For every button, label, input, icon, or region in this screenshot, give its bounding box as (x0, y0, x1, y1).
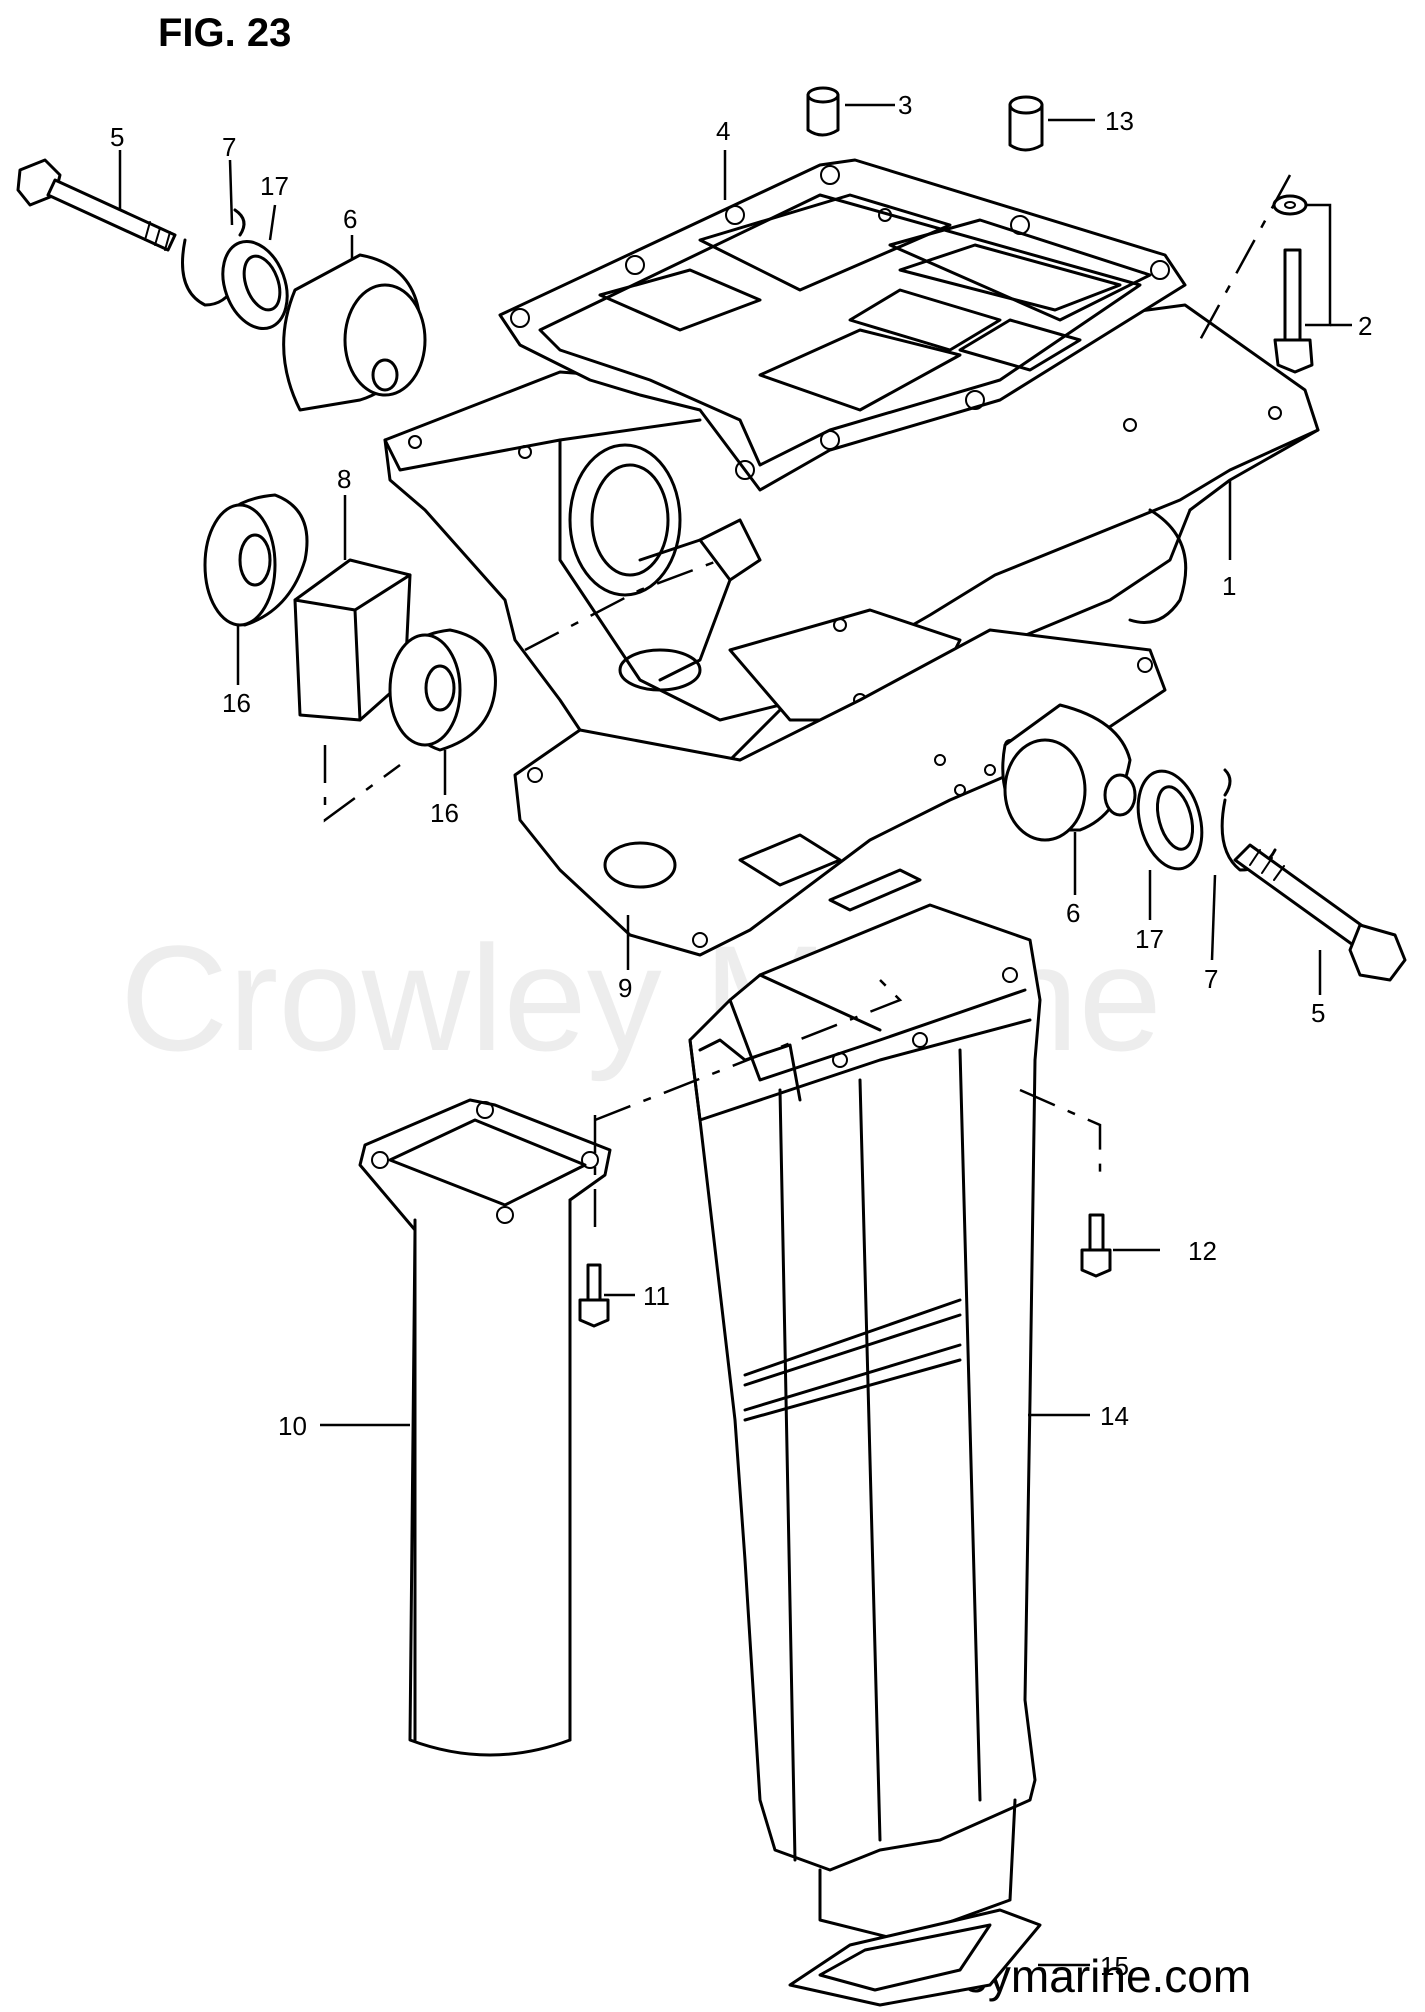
part-14-driveshaft-housing (688, 903, 1042, 1942)
callout-2: 2 (1358, 311, 1372, 341)
callout-7-left: 7 (222, 132, 236, 162)
part-4-upper-gasket (498, 158, 1187, 492)
part-1-mount-bracket (383, 303, 1320, 782)
part-16-grommet-upper (203, 493, 309, 627)
callout-8: 8 (337, 464, 351, 494)
callout-3: 3 (898, 90, 912, 120)
part-2-bolt-washer (1272, 194, 1314, 374)
part-8-rubber-block (293, 558, 412, 722)
callout-10: 10 (278, 1411, 307, 1441)
callout-12: 12 (1188, 1236, 1217, 1266)
part-12-bolt (1080, 1213, 1112, 1278)
part-5-bolt-right (1233, 843, 1407, 982)
callout-6-left: 6 (343, 204, 357, 234)
callout-16-upper: 16 (222, 688, 251, 718)
callout-7-right: 7 (1204, 964, 1218, 994)
callout-4: 4 (716, 116, 730, 146)
part-10-exhaust-tube (358, 1098, 612, 1757)
assembly-centerlines (323, 174, 1292, 1230)
part-3-dowel-pin (806, 86, 840, 137)
part-17-washer-right (1136, 769, 1204, 871)
part-6-bushing-right (1001, 703, 1137, 842)
part-11-bolt (578, 1263, 610, 1328)
callout-11: 11 (643, 1281, 670, 1311)
part-13-dowel-pin (1008, 95, 1044, 152)
part-5-bolt-left (16, 158, 177, 252)
callout-15: 15 (1100, 1951, 1129, 1981)
callout-17-left: 17 (260, 171, 289, 201)
callout-14: 14 (1100, 1401, 1129, 1431)
part-16-grommet-lower (388, 628, 497, 752)
part-15-bottom-seal (788, 1908, 1042, 2007)
callout-9: 9 (618, 973, 632, 1003)
part-17-washer-left (221, 239, 289, 331)
callout-5-right: 5 (1311, 998, 1325, 1028)
figure-title: FIG. 23 (158, 11, 291, 55)
callout-6-right: 6 (1066, 898, 1080, 928)
part-6-bushing-left (282, 253, 427, 412)
callout-1: 1 (1222, 571, 1236, 601)
leader-lines (118, 103, 1352, 1967)
callout-17-right: 17 (1135, 924, 1164, 954)
callout-16-lower: 16 (430, 798, 459, 828)
callout-13: 13 (1105, 106, 1134, 136)
callout-labels: 5 7 17 6 4 3 13 2 1 8 16 16 6 17 7 5 9 1… (110, 90, 1372, 1981)
callout-5-left: 5 (110, 122, 124, 152)
